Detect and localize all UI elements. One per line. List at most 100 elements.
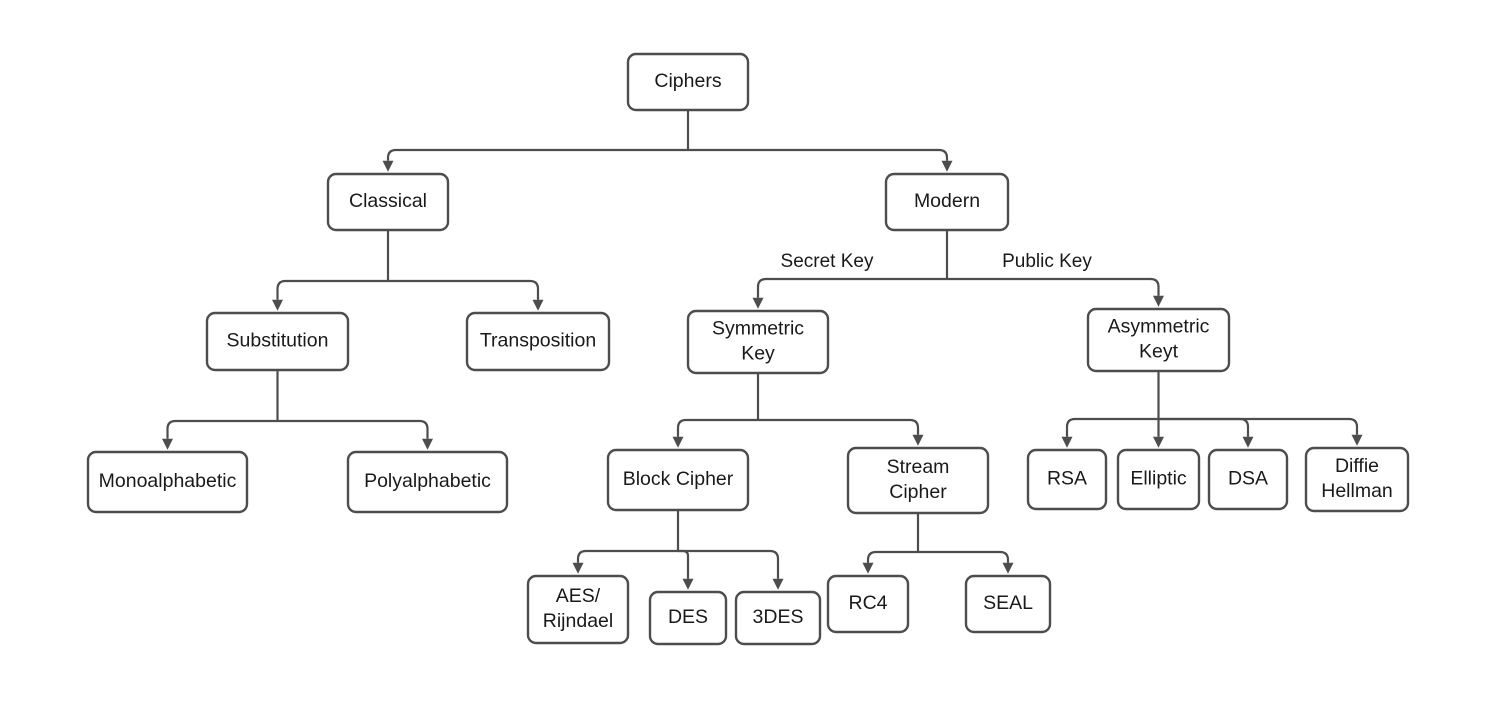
node-dsa[interactable]: DSA [1207, 448, 1289, 511]
edge-connector [758, 418, 920, 435]
node-des[interactable]: DES [648, 590, 728, 646]
node-label-substitution: Substitution [227, 330, 329, 352]
node-box-blockcipher[interactable] [606, 448, 750, 512]
edge-arrowhead [1153, 295, 1164, 307]
edge-arrowhead [272, 299, 283, 311]
node-box-diffiehellman[interactable] [1304, 446, 1410, 513]
node-box-aes[interactable] [526, 574, 630, 645]
node-label-asymmetric: Asymmetric [1108, 316, 1210, 338]
node-box-des[interactable] [648, 590, 728, 646]
edge-connector [166, 419, 278, 439]
node-polyalphabetic[interactable]: Polyalphabetic [346, 450, 509, 514]
node-box-transposition[interactable] [465, 311, 611, 372]
edge-connector [1158, 417, 1250, 437]
node-label-ciphers: Ciphers [654, 70, 721, 92]
node-label-blockcipher: Block Cipher [623, 468, 734, 490]
node-label-symmetric: Symmetric [712, 318, 804, 340]
node-rsa[interactable]: RSA [1026, 448, 1108, 511]
edge-group-ciphers [382, 110, 953, 172]
edge-arrowhead [672, 436, 684, 448]
edge-arrowhead [1153, 436, 1164, 448]
edge-arrowhead [772, 578, 784, 590]
edge-group-substitution [162, 370, 433, 450]
node-monoalphabetic[interactable]: Monoalphabetic [86, 450, 249, 514]
edge-arrowhead [572, 562, 584, 574]
edge-arrowhead [1351, 434, 1363, 446]
node-label-rc4: RC4 [848, 592, 887, 614]
node-box-ciphers[interactable] [626, 52, 750, 112]
node-label-classical: Classical [349, 190, 427, 212]
node-box-substitution[interactable] [205, 311, 350, 372]
edge-connector [277, 419, 429, 439]
node-des3[interactable]: 3DES [734, 590, 822, 646]
node-label-transposition: Transposition [480, 330, 596, 352]
node-label-des3: 3DES [753, 606, 804, 628]
node-label-symmetric: Key [741, 343, 775, 365]
node-box-streamcipher[interactable] [846, 446, 990, 515]
node-label-asymmetric: Keyt [1139, 341, 1179, 363]
edge-label-public-key: Public Key [1002, 251, 1092, 272]
node-box-dsa[interactable] [1207, 448, 1289, 511]
node-label-des: DES [668, 606, 708, 628]
node-modern[interactable]: Modern [884, 172, 1010, 232]
node-ciphers[interactable]: Ciphers [626, 52, 750, 112]
node-box-monoalphabetic[interactable] [86, 450, 249, 514]
edge-label-secret-key: Secret Key [781, 251, 874, 272]
edge-arrowhead [422, 438, 433, 450]
node-transposition[interactable]: Transposition [465, 311, 611, 372]
node-box-classical[interactable] [326, 172, 450, 232]
edge-connector [756, 277, 947, 298]
node-label-diffiehellman: Diffie [1335, 455, 1379, 477]
edge-group-symmetric [672, 373, 924, 448]
node-rc4[interactable]: RC4 [826, 574, 910, 634]
edge-arrowhead [682, 578, 694, 590]
node-box-modern[interactable] [884, 172, 1010, 232]
node-seal[interactable]: SEAL [964, 574, 1052, 634]
edges-layer [162, 110, 1363, 590]
edge-group-modern [752, 230, 1164, 309]
node-classical[interactable]: Classical [326, 172, 450, 232]
edge-arrowhead [941, 160, 953, 172]
node-box-seal[interactable] [964, 574, 1052, 634]
edge-group-blockcipher [572, 510, 784, 590]
node-box-polyalphabetic[interactable] [346, 450, 509, 514]
node-blockcipher[interactable]: Block Cipher [606, 448, 750, 512]
edge-group-asymmetric [1061, 371, 1363, 448]
edge-arrowhead [1002, 562, 1014, 574]
node-box-asymmetric[interactable] [1086, 307, 1231, 373]
edge-connector [1158, 417, 1359, 435]
node-box-rsa[interactable] [1026, 448, 1108, 511]
node-label-streamcipher: Cipher [889, 481, 947, 503]
node-label-streamcipher: Stream [887, 456, 950, 478]
node-label-aes: Rijndael [543, 610, 613, 632]
edge-labels-layer: Secret Key Public Key [781, 251, 1093, 272]
node-box-des3[interactable] [734, 590, 822, 646]
node-substitution[interactable]: Substitution [205, 311, 350, 372]
edge-connector [388, 279, 540, 300]
edge-connector [678, 549, 780, 579]
edge-connector [918, 550, 1010, 563]
node-label-diffiehellman: Hellman [1321, 480, 1393, 502]
edge-arrowhead [912, 434, 924, 446]
node-label-dsa: DSA [1228, 468, 1268, 490]
node-elliptic[interactable]: Elliptic [1116, 448, 1201, 511]
edge-connector [866, 550, 918, 563]
node-box-elliptic[interactable] [1116, 448, 1201, 511]
edge-group-classical [272, 230, 544, 311]
node-aes[interactable]: AES/Rijndael [526, 574, 630, 645]
node-label-modern: Modern [914, 190, 980, 212]
edge-arrowhead [532, 299, 544, 311]
edge-arrowhead [1242, 436, 1254, 448]
node-label-aes: AES/ [556, 585, 601, 607]
node-box-symmetric[interactable] [686, 309, 830, 375]
edge-connector [276, 279, 388, 300]
node-box-rc4[interactable] [826, 574, 910, 634]
edge-connector [1065, 417, 1159, 437]
